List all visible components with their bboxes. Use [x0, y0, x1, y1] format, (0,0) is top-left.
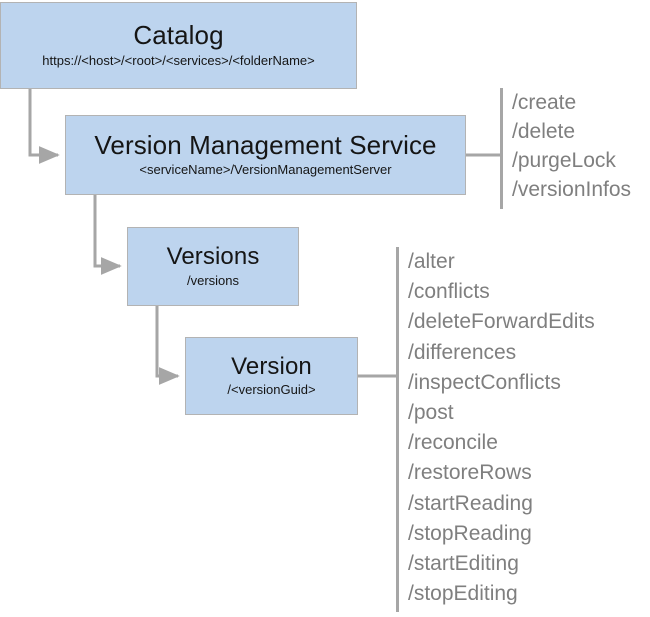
- connector-versions-to-version: [155, 306, 180, 385]
- node-version[interactable]: Version /<versionGuid>: [185, 337, 358, 415]
- operation-item[interactable]: /versionInfos: [512, 178, 632, 201]
- connector-catalog-to-vms: [28, 89, 60, 164]
- operation-item[interactable]: /delete: [512, 120, 576, 143]
- operation-item[interactable]: /inspectConflicts: [408, 370, 561, 394]
- node-versions[interactable]: Versions /versions: [127, 227, 299, 306]
- operation-item[interactable]: /deleteForwardEdits: [408, 310, 595, 334]
- operation-item[interactable]: /stopReading: [408, 521, 532, 545]
- operation-item[interactable]: /purgeLock: [512, 149, 616, 172]
- node-version-title: Version: [231, 352, 312, 380]
- node-version-management-service-path: <serviceName>/VersionManagementServer: [139, 161, 392, 177]
- node-version-management-service-title: Version Management Service: [94, 130, 437, 161]
- node-versions-path: /versions: [186, 272, 240, 288]
- operation-item[interactable]: /conflicts: [408, 280, 490, 304]
- operation-item[interactable]: /startReading: [408, 491, 533, 515]
- node-version-path: /<versionGuid>: [227, 382, 316, 398]
- node-versions-title: Versions: [166, 243, 260, 271]
- operation-list-version: /alter/conflicts/deleteForwardEdits/diff…: [396, 247, 595, 612]
- node-catalog[interactable]: Catalog https://<host>/<root>/<services>…: [0, 2, 357, 89]
- operation-item[interactable]: /post: [408, 401, 454, 425]
- operation-item[interactable]: /startEditing: [408, 552, 519, 576]
- operation-item[interactable]: /reconcile: [408, 431, 498, 455]
- operation-list-version-management-service: /create/delete/purgeLock/versionInfos: [500, 88, 631, 209]
- node-version-management-service[interactable]: Version Management Service <serviceName>…: [65, 115, 466, 195]
- operation-item[interactable]: /alter: [408, 250, 455, 273]
- connector-vms-to-versions: [93, 195, 122, 275]
- operation-item[interactable]: /stopEditing: [408, 582, 518, 606]
- operation-item[interactable]: /create: [512, 91, 577, 114]
- operation-item[interactable]: /restoreRows: [408, 461, 532, 485]
- node-catalog-path: https://<host>/<root>/<services>/<folder…: [42, 53, 315, 69]
- operation-item[interactable]: /differences: [408, 340, 517, 364]
- node-catalog-title: Catalog: [133, 19, 224, 50]
